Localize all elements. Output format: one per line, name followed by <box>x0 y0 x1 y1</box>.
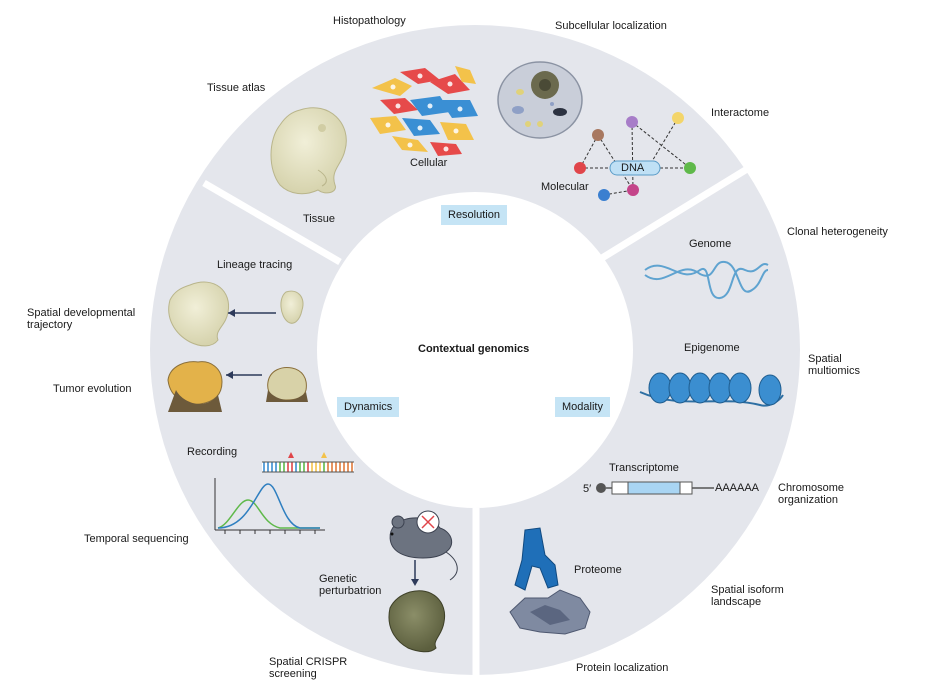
label-spatial-multiomics-line1: Spatial <box>808 353 842 365</box>
epigenome-icon <box>639 372 784 407</box>
temporal-plot-icon <box>214 478 325 534</box>
label-tumor-evolution: Tumor evolution <box>53 383 132 395</box>
cells-icon <box>370 66 478 156</box>
perturbation-arrowhead <box>411 579 419 586</box>
tag-resolution: Resolution <box>441 205 507 225</box>
label-lineage-tracing: Lineage tracing <box>217 259 293 271</box>
label-subcellular-localization: Subcellular localization <box>555 20 667 32</box>
center-title: Contextual genomics <box>418 343 530 355</box>
label-recording: Recording <box>187 446 238 458</box>
label-transcriptome: Transcriptome <box>609 462 679 474</box>
label-epigenome: Epigenome <box>684 342 740 354</box>
label-interactome: Interactome <box>711 107 770 119</box>
genome-helix-icon <box>644 260 769 299</box>
label-chromosome-organization-line1: Chromosome <box>778 482 845 494</box>
tag-modality: Modality <box>555 397 610 417</box>
label-tissue-atlas: Tissue atlas <box>207 82 266 94</box>
interactome-network <box>574 112 696 201</box>
label-histopathology: Histopathology <box>333 15 406 27</box>
recording-barcode-icon <box>262 452 354 473</box>
label-five-prime: 5′ <box>583 483 592 495</box>
ring <box>150 25 800 690</box>
mouse-icon <box>389 510 458 581</box>
lineage-arrowhead <box>228 309 235 317</box>
crispr-embryo-icon <box>388 590 446 653</box>
label-spatial-multiomics-line2: multiomics <box>808 365 860 377</box>
label-spatial-isoform-line2: landscape <box>711 596 762 608</box>
proteome-icon <box>514 527 559 591</box>
protein-localization-icon <box>509 589 591 635</box>
tumor-arrowhead <box>226 371 233 379</box>
label-temporal-sequencing: Temporal sequencing <box>84 533 189 545</box>
label-tissue: Tissue <box>303 213 335 225</box>
label-spatial-crispr-line2: screening <box>269 668 317 680</box>
tag-dynamics: Dynamics <box>337 397 400 417</box>
label-spatial-crispr-line1: Spatial CRISPR <box>269 656 348 668</box>
label-protein-localization: Protein localization <box>576 662 669 674</box>
label-dna: DNA <box>621 162 645 174</box>
label-chromosome-organization-line2: organization <box>778 494 838 506</box>
cell-icon <box>497 61 583 139</box>
label-molecular: Molecular <box>541 181 589 193</box>
label-genetic-perturbation-line1: Genetic <box>319 573 357 585</box>
label-poly-a: AAAAAA <box>715 482 760 494</box>
label-proteome: Proteome <box>574 564 622 576</box>
label-genetic-perturbation-line2: perturbatrion <box>319 585 382 597</box>
embryo-icon <box>270 107 347 195</box>
transcriptome-icon <box>596 481 714 495</box>
label-spatial-developmental-line1: Spatial developmental <box>27 307 136 319</box>
label-spatial-developmental-line2: trajectory <box>27 319 73 331</box>
tumor-icon <box>167 361 308 412</box>
lineage-embryo-icon <box>168 281 304 347</box>
label-clonal-heterogeneity: Clonal heterogeneity <box>787 226 888 238</box>
label-spatial-isoform-line1: Spatial isoform <box>711 584 784 596</box>
label-genome: Genome <box>689 238 732 250</box>
label-cellular: Cellular <box>410 157 448 169</box>
